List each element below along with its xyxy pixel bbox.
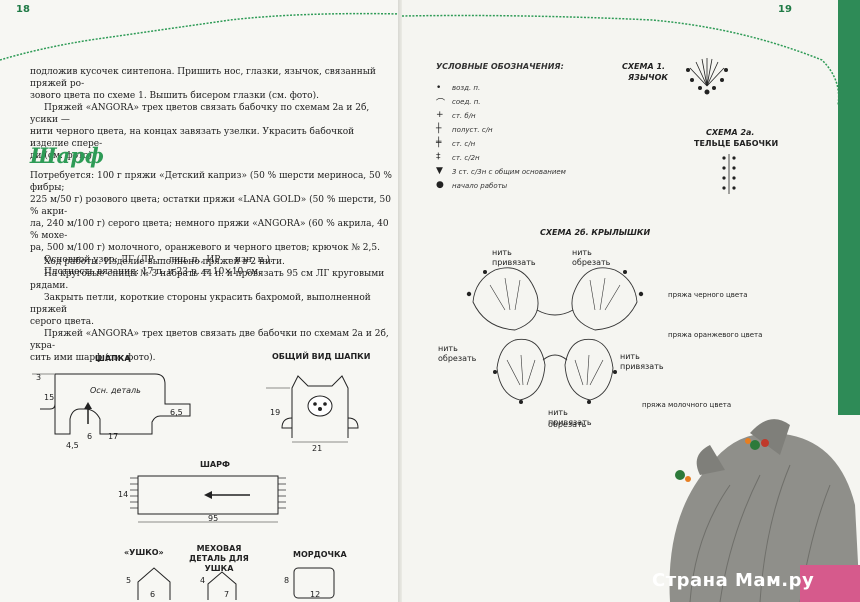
- work-line: Ход работы. Изделие выполнено пряжей в 2…: [44, 257, 285, 267]
- hat-dim: 4,5: [66, 441, 79, 450]
- muzzle-dim: 12: [310, 590, 321, 599]
- section-title: Шарф: [30, 143, 104, 168]
- ear-dim: 6: [150, 590, 156, 599]
- muzzle-diagram: [293, 567, 335, 599]
- work-line: Закрыть петли, короткие стороны украсить…: [30, 293, 371, 315]
- fur-title: МЕХОВАЯ ДЕТАЛЬ ДЛЯ УШКА: [189, 544, 249, 573]
- callout-cut-top: нить обрезать: [572, 248, 611, 267]
- muzzle-title: МОРДОЧКА: [293, 550, 347, 559]
- intro-line: подложив кусочек синтепона. Пришить нос,…: [30, 67, 376, 89]
- knitted-hat-photo: [650, 415, 860, 602]
- scheme2b-title: СХЕМА 2б. КРЫЛЫШКИ: [540, 228, 651, 237]
- fur-dim: 7: [224, 590, 230, 599]
- hat-dim: 15: [44, 393, 55, 402]
- legend-symbol: ●: [436, 180, 444, 190]
- watermark: Страна Мам.ру: [652, 570, 815, 591]
- scarf-title: ШАРФ: [200, 460, 230, 469]
- work-line: На круговые спицы № 3 набрать 44 п. и пр…: [30, 269, 385, 291]
- density-line: Плотность вязания: 17 п. и 23 р. = 10×10…: [44, 267, 262, 277]
- work-text: Ход работы. Изделие выполнено пряжей в 2…: [30, 256, 392, 364]
- legend-text: ст. с/н: [452, 140, 476, 148]
- callout-black-yarn: пряжа черного цвета: [668, 291, 748, 299]
- page-wave-border-right: [402, 14, 840, 106]
- scheme2a-title: СХЕМА 2а.: [706, 128, 755, 137]
- legend-text: возд. п.: [452, 84, 481, 92]
- scarf-dim: 95: [208, 514, 219, 523]
- scheme2a-body-chart: [722, 154, 736, 194]
- page-wave-border-left: [0, 12, 402, 61]
- legend-symbol: ⌒: [436, 99, 446, 109]
- work-line: сить ими шарф (см. фото).: [30, 353, 156, 363]
- legend-symbol: ‡: [436, 152, 441, 162]
- callout-tie-right: нить привязать: [620, 352, 664, 371]
- legend-text: 3 ст. с/3н с общим основанием: [452, 168, 566, 176]
- intro-line: ди (см. фото).: [30, 151, 95, 161]
- materials-line: 225 м/50 г) розового цвета; остатки пряж…: [30, 195, 391, 217]
- legend-symbol: ▼: [436, 166, 443, 176]
- callout-milk-yarn: пряжа молочного цвета: [642, 401, 732, 409]
- callout-cut-bottom: обрезать: [548, 420, 587, 429]
- legend-symbol: ╪: [436, 138, 442, 148]
- page-number-right: 19: [778, 4, 792, 15]
- intro-text: подложив кусочек синтепона. Пришить нос,…: [30, 66, 390, 162]
- legend-symbol: ┼: [436, 124, 442, 134]
- left-page: 18 подложив кусочек синтепона. Пришить н…: [0, 0, 402, 602]
- scheme2a-subtitle: ТЕЛЬЦЕ БАБОЧКИ: [694, 139, 779, 148]
- scarf-diagram: [130, 475, 286, 523]
- hat-dim: 6,5: [170, 408, 183, 417]
- hat-title: ШАПКА: [95, 354, 131, 363]
- materials-line: ла, 240 м/100 г) серого цвета; немного п…: [30, 219, 389, 241]
- materials-line: Потребуется: 100 г пряжи «Детский каприз…: [30, 171, 392, 193]
- legend-text: начало работы: [452, 182, 508, 190]
- hat-view-dim: 19: [270, 408, 281, 417]
- legend-title: УСЛОВНЫЕ ОБОЗНАЧЕНИЯ:: [436, 62, 564, 71]
- scarf-dim: 14: [118, 490, 129, 499]
- hat-main-part-label: Осн. деталь: [90, 386, 141, 395]
- intro-line: нити черного цвета, на концах завязать у…: [30, 127, 355, 149]
- scheme1-tongue-chart: [686, 58, 728, 95]
- legend-text: полуст. с/н: [452, 126, 493, 134]
- legend-text: ст. б/н: [452, 112, 476, 120]
- hat-dim: 17: [108, 432, 119, 441]
- work-line: серого цвета.: [30, 317, 94, 327]
- callout-tie-bottom: нить привязать: [548, 408, 592, 427]
- scheme1-title: СХЕМА 1.: [622, 62, 666, 71]
- ear-dim: 5: [126, 576, 132, 585]
- hat-pattern-diagram: [32, 373, 191, 435]
- callout-tie-left-top: нить привязать: [492, 248, 536, 267]
- materials-text: Потребуется: 100 г пряжи «Детский каприз…: [30, 170, 392, 278]
- intro-line: Пряжей «ANGORA» трех цветов связать бабо…: [30, 103, 370, 125]
- pattern-line: Основной узор: ЛГ (ЛР — лиц. п., ИР — из…: [44, 255, 273, 265]
- legend-symbol: +: [436, 110, 444, 120]
- ear-title: «УШКО»: [124, 548, 164, 557]
- callout-orange-yarn: пряжа оранжевого цвета: [668, 331, 763, 339]
- callout-cut-left: нить обрезать: [438, 344, 477, 363]
- work-line: Пряжей «ANGORA» трех цветов связать две …: [30, 329, 389, 351]
- hat-view-title: ОБЩИЙ ВИД ШАПКИ: [272, 352, 371, 361]
- hat-general-view: [266, 375, 359, 443]
- page-number-left: 18: [16, 4, 30, 15]
- fur-part-diagram: [207, 571, 237, 600]
- materials-line: ра, 500 м/100 г) молочного, оранжевого и…: [30, 243, 380, 253]
- hat-view-dim: 21: [312, 444, 323, 453]
- ear-diagram: [137, 567, 171, 600]
- legend-symbol: •: [436, 83, 442, 93]
- hat-dim: 6: [87, 432, 93, 441]
- legend-text: ст. с/2н: [452, 154, 480, 162]
- legend-text: соед. п.: [452, 98, 481, 106]
- intro-line: зового цвета по схеме 1. Вышить бисером …: [30, 91, 319, 101]
- fur-dim: 4: [200, 576, 206, 585]
- scheme1-subtitle: ЯЗЫЧОК: [628, 73, 668, 82]
- muzzle-dim: 8: [284, 576, 290, 585]
- scheme2b-wings-chart: [466, 267, 644, 404]
- hat-dim: 3: [36, 373, 42, 382]
